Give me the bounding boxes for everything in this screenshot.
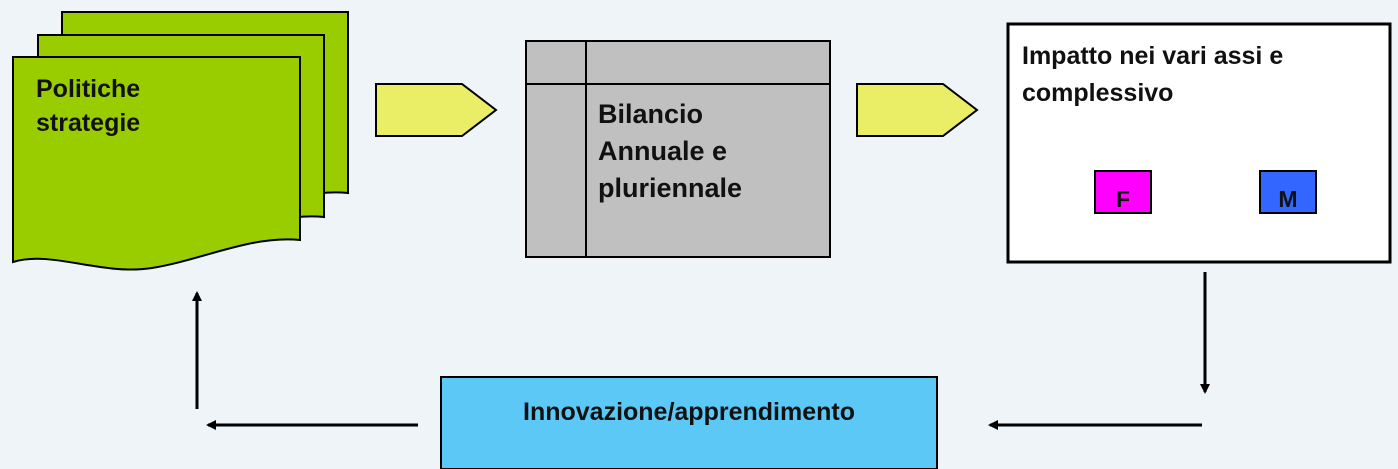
badge-F-label: F (1115, 186, 1131, 212)
process-arrow-2 (856, 83, 979, 137)
budget-table-box (525, 40, 831, 258)
strategy-document-stack (12, 11, 349, 271)
document-sheet-front (12, 56, 301, 271)
badge-M-label: M (1278, 186, 1298, 212)
impact-line-2: complessivo (1022, 79, 1174, 107)
impact-box (1006, 22, 1392, 264)
budget-line-3: pluriennale (598, 173, 743, 203)
budget-line-2: Annuale e (598, 136, 728, 166)
impact-line-1: Impatto nei vari assi e (1022, 42, 1284, 70)
process-arrow-1 (375, 83, 498, 137)
innovation-label: Innovazione/apprendimento (523, 398, 855, 426)
badge-F (1094, 170, 1152, 214)
innovation-box (440, 376, 938, 469)
budget-label: Bilancio Annuale e pluriennale (598, 96, 828, 207)
budget-line-1: Bilancio (598, 99, 704, 129)
document-line-1: Politiche (36, 75, 141, 103)
badge-M (1259, 170, 1317, 214)
impact-label: Impatto nei vari assi e complessivo (1022, 38, 1392, 112)
document-line-2: strategie (36, 109, 141, 137)
document-label: Politiche strategie (36, 72, 286, 140)
